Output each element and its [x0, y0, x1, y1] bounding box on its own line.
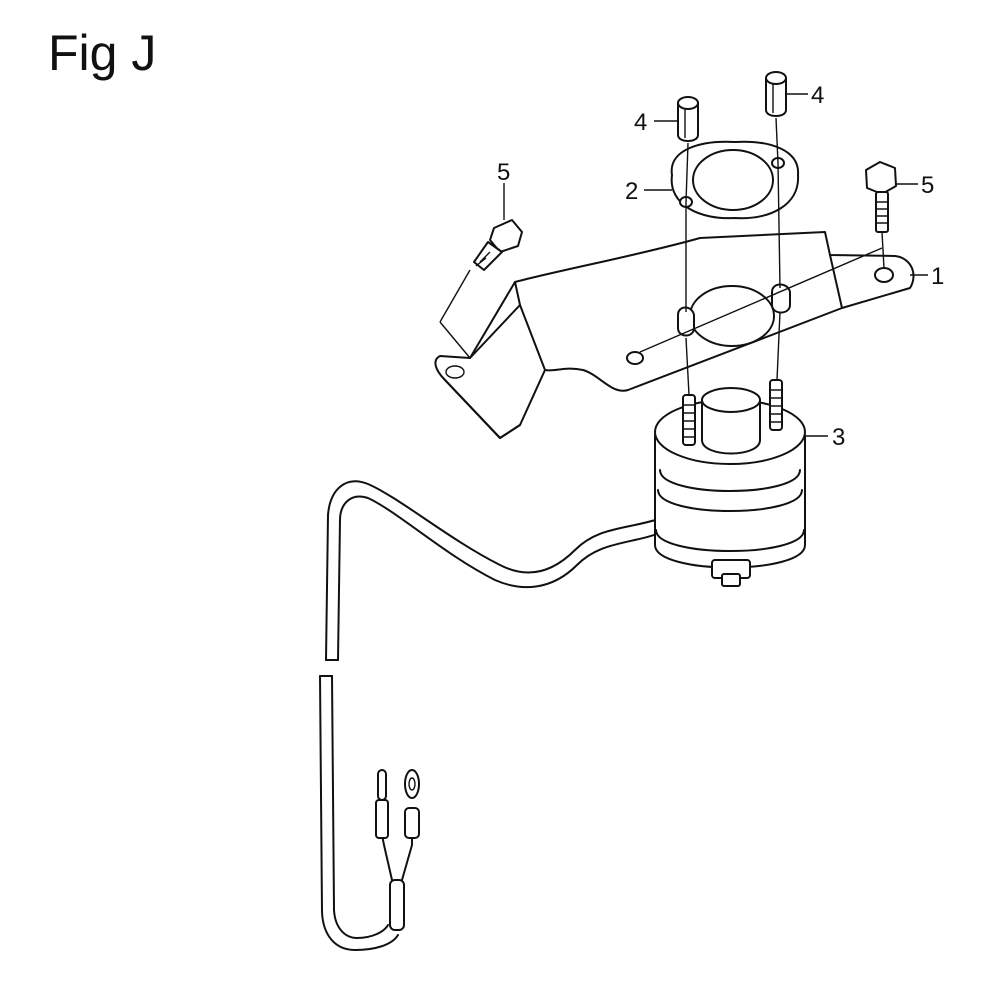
callout-3: 3 [805, 424, 845, 451]
callout-label: 4 [811, 82, 824, 109]
callout-label: 3 [832, 424, 845, 451]
sensor-unit [654, 379, 806, 587]
callout-4-left: 4 [634, 109, 678, 136]
bolt-right [865, 161, 897, 233]
wire-harness [319, 480, 669, 951]
bolt-left [473, 219, 523, 271]
callout-4-right: 4 [786, 82, 824, 109]
callout-label: 5 [497, 159, 510, 186]
assembly-lines [439, 117, 885, 396]
wire-sleeve [389, 879, 405, 931]
callout-5-right: 5 [896, 172, 934, 199]
nut-left [677, 96, 699, 142]
nut-right [765, 71, 787, 117]
callout-label: 1 [931, 263, 944, 290]
callout-1: 1 [910, 263, 944, 290]
callout-5-left: 5 [497, 159, 510, 220]
callout-label: 5 [921, 172, 934, 199]
callout-label: 4 [634, 109, 647, 136]
callout-2: 2 [625, 178, 672, 205]
figure-title: Fig J [48, 25, 157, 81]
mounting-bracket [434, 231, 915, 439]
callout-label: 2 [625, 178, 638, 205]
flange-gasket [670, 140, 800, 220]
ring-terminal [404, 769, 420, 839]
bullet-connector [375, 769, 389, 839]
